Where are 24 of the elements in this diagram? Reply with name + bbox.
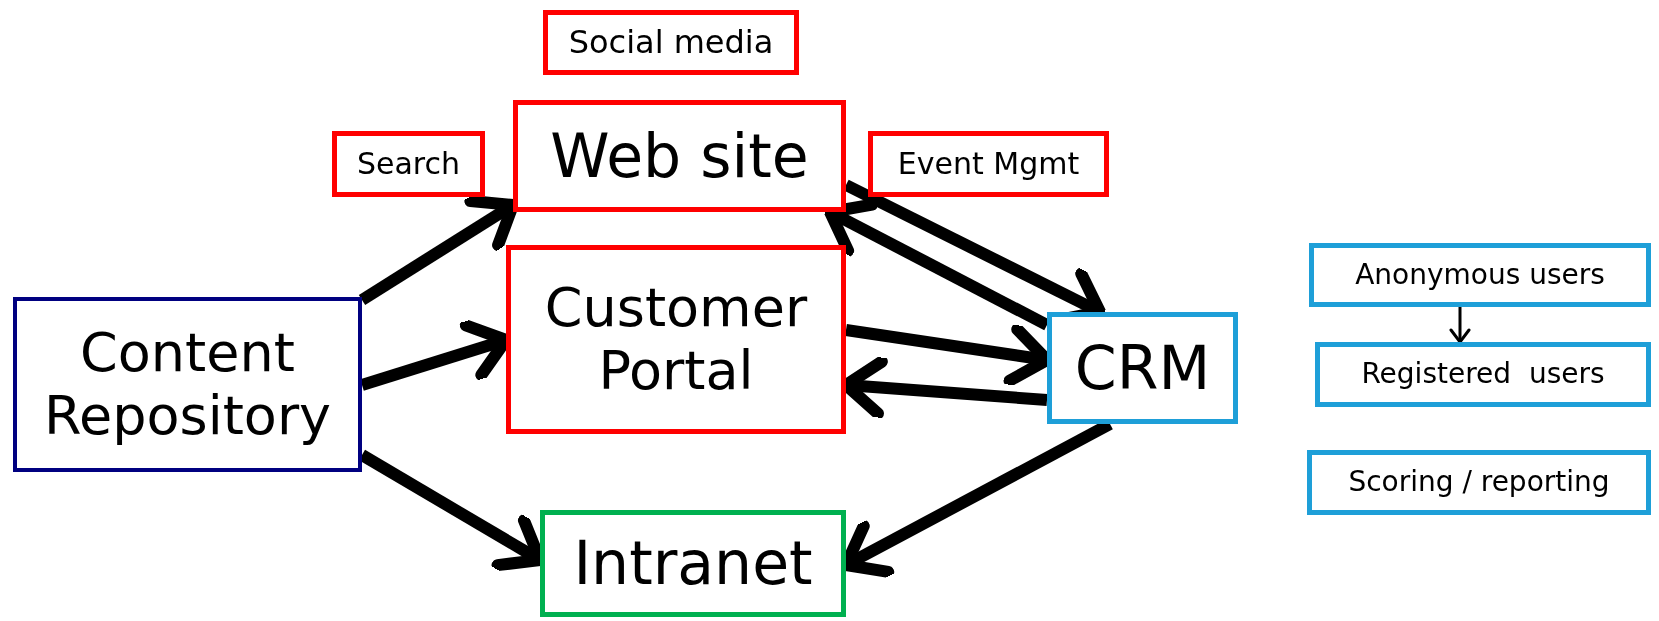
node-label: Social media [568, 24, 774, 61]
process-box [1315, 342, 1651, 407]
process-box [543, 10, 799, 75]
node-label: Intranet [573, 529, 813, 598]
node-label: Registered users [1361, 358, 1605, 391]
arrow [1449, 307, 1471, 344]
node-label: CRM [1074, 333, 1211, 403]
process-box [1307, 450, 1651, 515]
arrow [358, 195, 519, 306]
node-label: Web site [550, 121, 809, 191]
process-box [13, 297, 362, 472]
process-box [506, 245, 846, 434]
process-box [513, 100, 846, 212]
node-label: Event Mgmt [897, 146, 1080, 182]
node-label: Scoring / reporting [1348, 466, 1610, 499]
process-box [868, 131, 1109, 197]
node-label: Search [356, 146, 461, 182]
node-label: Content Repository [42, 322, 333, 447]
process-box [1309, 243, 1651, 307]
process-box [1047, 312, 1238, 424]
process-box [332, 131, 485, 197]
node-label: Anonymous users [1355, 258, 1605, 292]
process-box [540, 510, 846, 617]
node-label: Customer Portal [543, 277, 809, 402]
